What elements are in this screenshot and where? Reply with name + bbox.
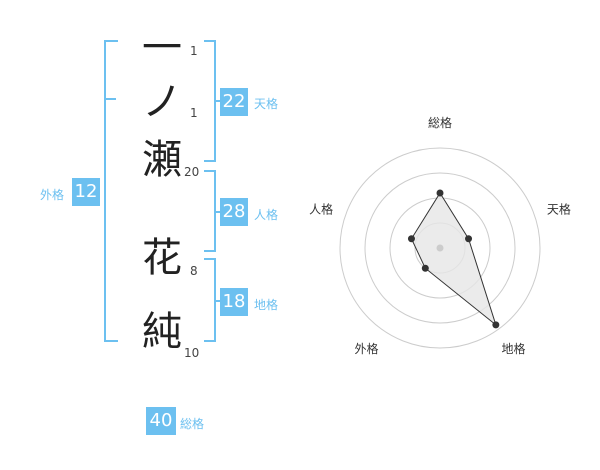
radar-point-5: [407, 235, 415, 243]
stroke-count-5: 10: [184, 346, 200, 360]
radar-axis-label-1: 総格: [428, 115, 452, 130]
gaikaku-bracket: [104, 40, 118, 342]
name-char-5: 純: [142, 309, 182, 355]
soukaku-value: 40: [146, 407, 176, 435]
stroke-count-2: 1: [190, 106, 198, 120]
jinkaku-connector: [214, 211, 220, 213]
tenkaku-label: 天格: [254, 97, 279, 111]
name-char-1: 一: [142, 25, 182, 71]
chikaku-connector: [214, 300, 220, 302]
tenkaku-connector: [214, 100, 220, 102]
radar-axis-label-3: 地格: [501, 341, 525, 356]
radar-axis-label-5: 人格: [309, 201, 333, 216]
radar-center-dot: [436, 244, 444, 252]
gaikaku-bracket-tick: [104, 98, 116, 100]
radar-point-1: [436, 189, 444, 197]
soukaku-label: 総格: [180, 417, 205, 431]
gaikaku-value: 12: [72, 178, 100, 206]
radar-axis-label-2: 天格: [547, 201, 571, 216]
name-char-3: 瀬: [142, 137, 182, 183]
radar-polygon: [410, 192, 497, 327]
jinkaku-label: 人格: [254, 208, 279, 222]
stroke-count-3: 20: [184, 165, 200, 179]
tenkaku-value: 22: [220, 88, 248, 116]
gaikaku-label: 外格: [40, 188, 65, 202]
radar-ring: [364, 172, 516, 324]
jinkaku-value: 28: [220, 198, 248, 226]
name-char-2: ノ: [142, 79, 182, 125]
radar-point-3: [492, 321, 500, 329]
name-char-4: 花: [142, 235, 182, 281]
stroke-count-1: 1: [190, 44, 198, 58]
radar-ring: [339, 147, 541, 349]
chikaku-value: 18: [220, 288, 248, 316]
chikaku-label: 地格: [254, 298, 279, 312]
stroke-count-4: 8: [190, 264, 198, 278]
radar-point-2: [465, 235, 473, 243]
radar-axis-label-4: 外格: [355, 341, 379, 356]
radar-point-4: [421, 264, 429, 272]
